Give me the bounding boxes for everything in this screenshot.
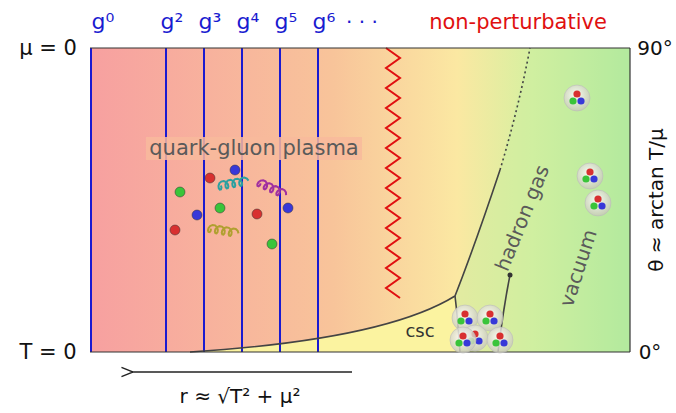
- axis-bottom: [90, 351, 630, 352]
- phase-boundaries: [190, 48, 530, 352]
- region-label: quark-gluon plasma: [146, 137, 362, 160]
- qgp-particles: [170, 165, 293, 249]
- axis-label: μ = 0: [19, 38, 77, 59]
- axis-top: [90, 47, 630, 48]
- radius-arrow: [132, 371, 352, 372]
- region-label: non-perturbative: [429, 12, 607, 33]
- region-label: csc: [405, 322, 434, 340]
- order-label: g⁴: [237, 11, 260, 33]
- order-label: g⁰: [92, 11, 115, 33]
- order-lines: [91, 48, 318, 352]
- axis-label: T = 0: [19, 342, 76, 363]
- order-label: g³: [199, 11, 222, 33]
- axis-right: [629, 48, 630, 352]
- nucleons: [450, 85, 611, 353]
- order-label: g⁵: [275, 11, 298, 33]
- hadron-region: [455, 48, 630, 352]
- zigzag-line: [386, 48, 400, 298]
- order-label: g²: [161, 11, 184, 33]
- angle-label: 90°: [637, 38, 672, 58]
- ellipsis-label: · · ·: [346, 12, 378, 32]
- angle-label: 0°: [639, 342, 662, 362]
- axis-label: θ ≈ arctan T/μ: [646, 128, 666, 272]
- plot-ground: [90, 48, 630, 352]
- order-label: g⁶: [313, 11, 336, 33]
- axis-label: r ≈ √T² + μ²: [180, 386, 301, 406]
- csc-region: [190, 296, 460, 352]
